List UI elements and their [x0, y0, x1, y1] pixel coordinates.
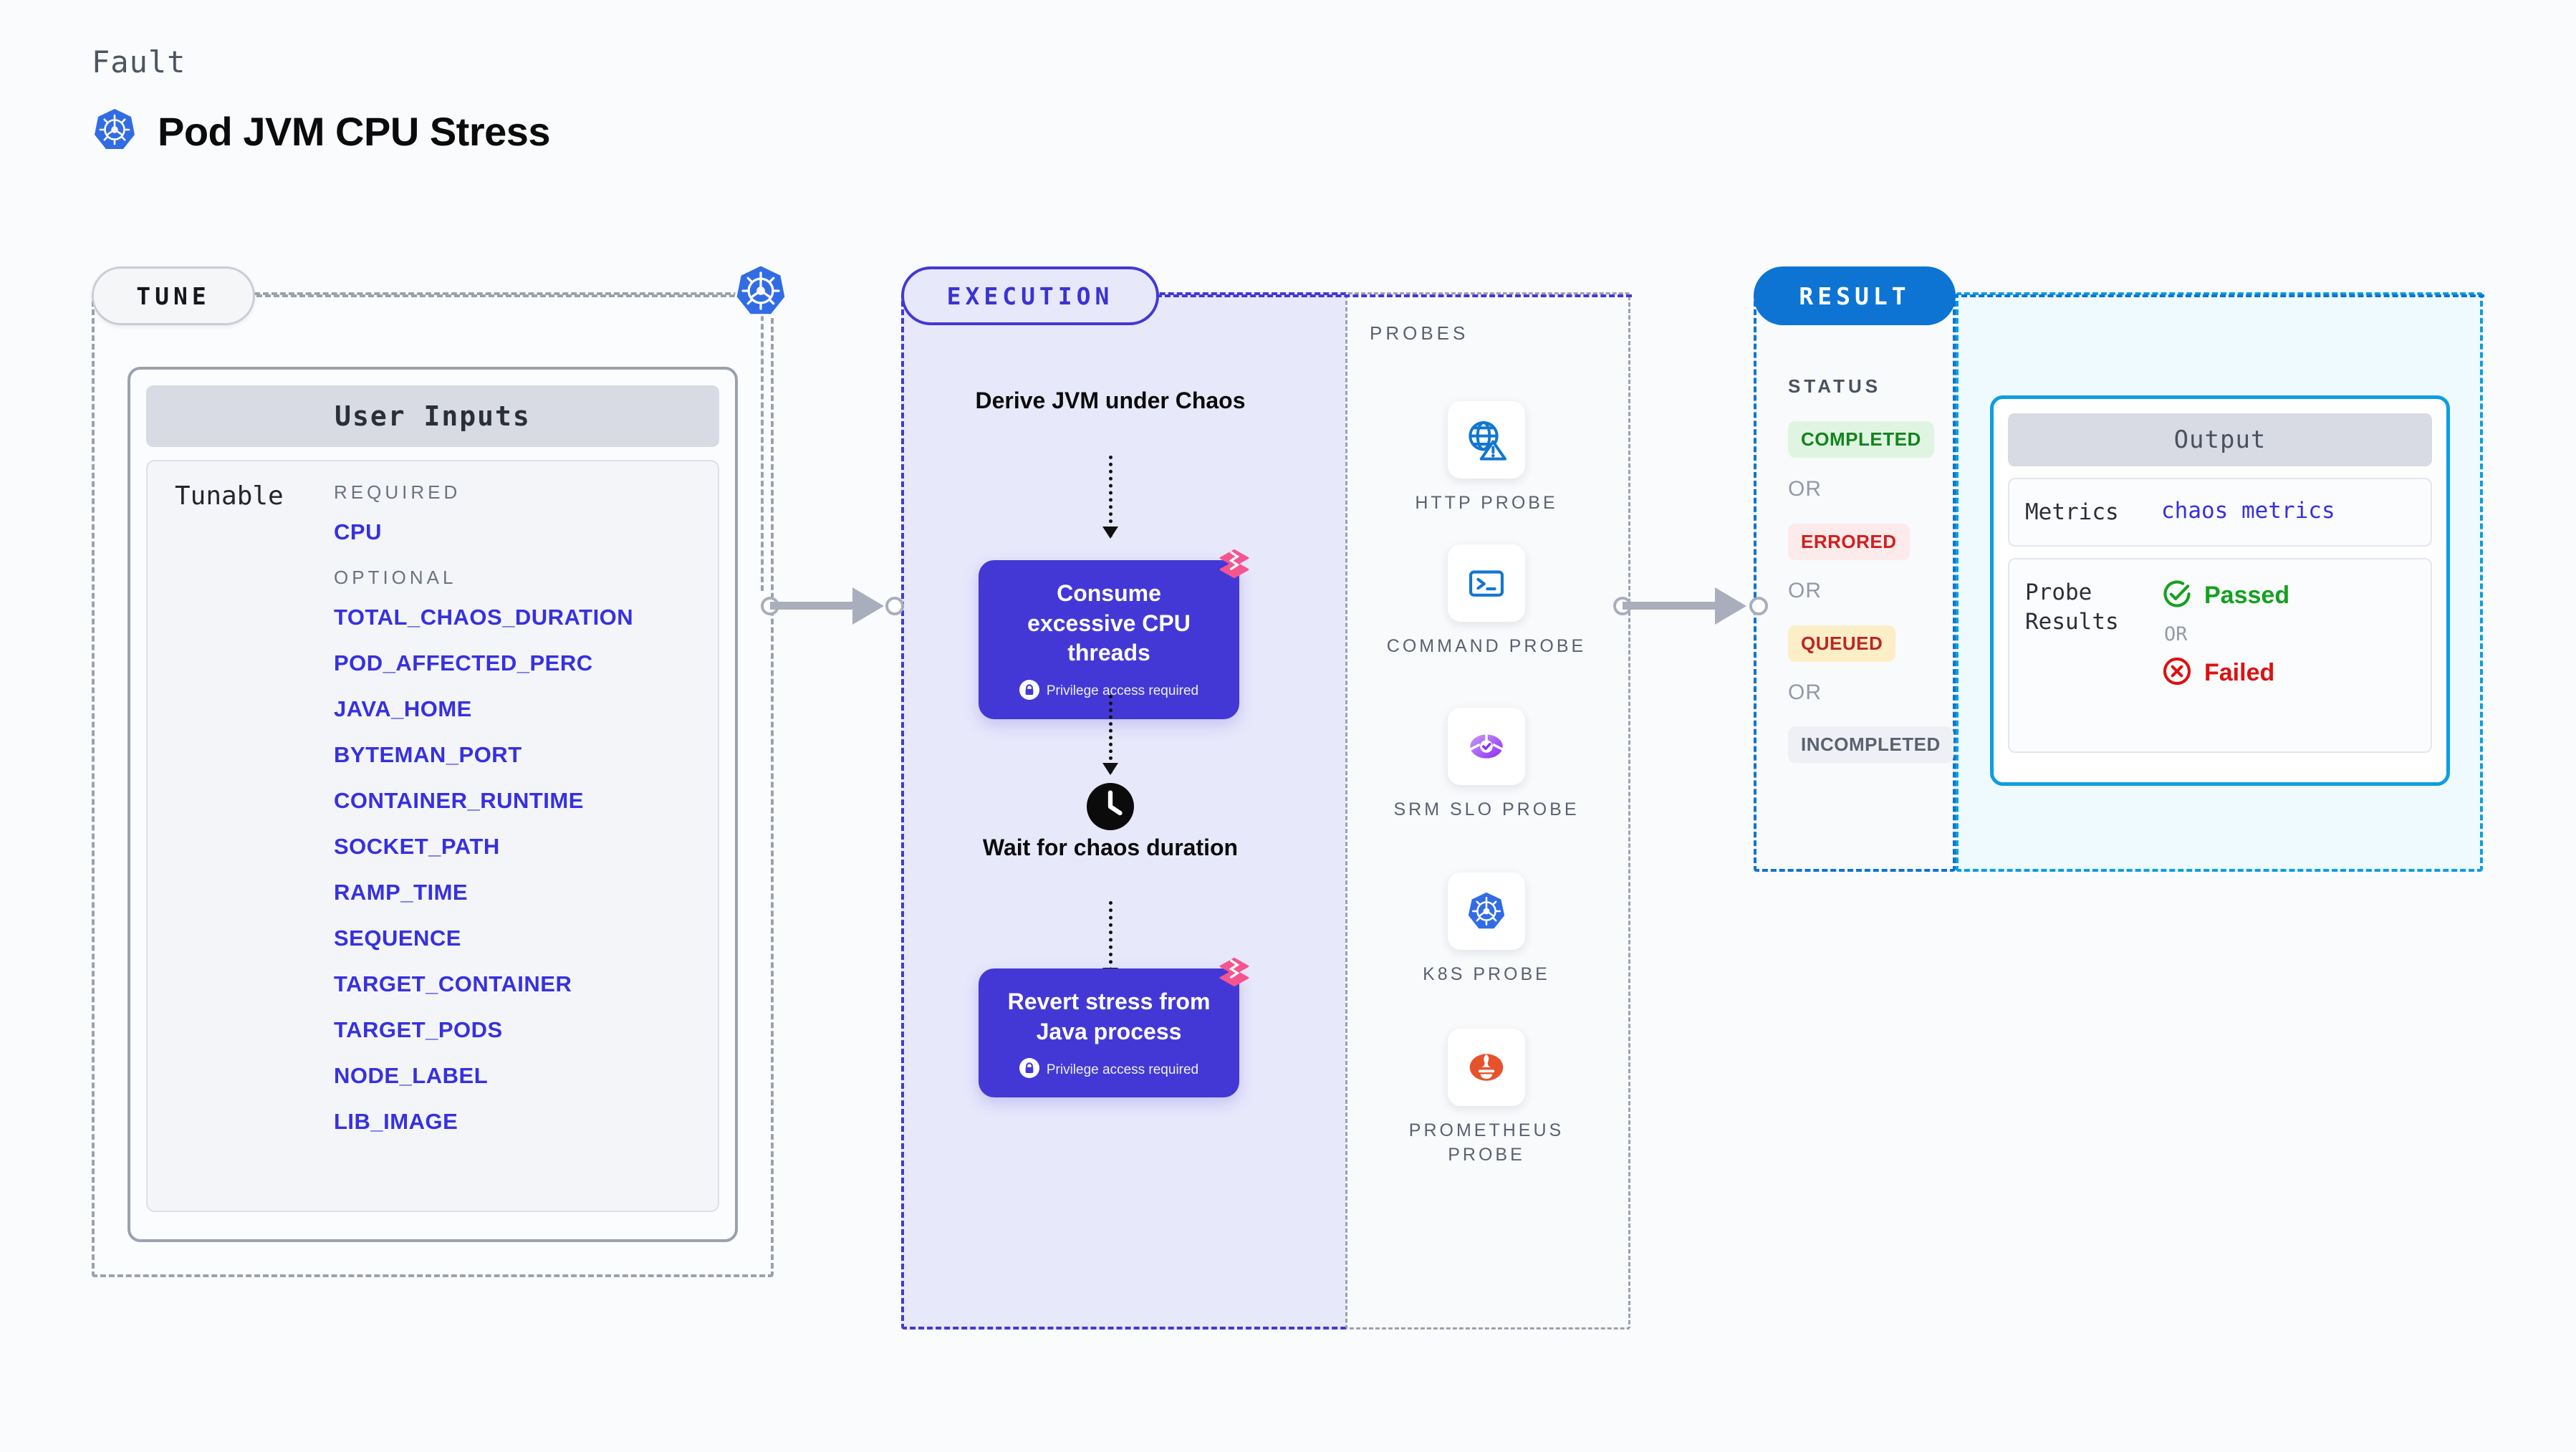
- probe-srm-slo[interactable]: SRM SLO PROBE: [1379, 708, 1594, 822]
- probe-prometheus[interactable]: PROMETHEUS PROBE: [1379, 1029, 1594, 1168]
- tab-tune[interactable]: TUNE: [92, 266, 255, 325]
- probe-label: HTTP PROBE: [1415, 493, 1558, 513]
- status-heading: STATUS: [1788, 375, 1882, 397]
- tunable-section: Tunable REQUIRED CPU OPTIONAL TOTAL_CHAO…: [146, 460, 719, 1212]
- page-title: Pod JVM CPU Stress: [158, 109, 551, 154]
- verdict-failed: Failed: [2161, 655, 2289, 691]
- kubernetes-icon: [92, 107, 138, 156]
- execution-wait-text: Wait for chaos duration: [982, 835, 1239, 860]
- output-title: Output: [2008, 413, 2432, 466]
- param-optional-10[interactable]: NODE_LABEL: [334, 1063, 489, 1088]
- status-badge-completed: COMPLETED: [1788, 421, 1934, 458]
- tunable-label: Tunable: [175, 481, 284, 511]
- result-stage-frame: [1754, 292, 1956, 872]
- param-optional-4[interactable]: CONTAINER_RUNTIME: [334, 788, 584, 813]
- passed-label: Passed: [2204, 582, 2290, 610]
- probe-label: PROMETHEUS PROBE: [1408, 1120, 1565, 1165]
- privilege-note-text: Privilege access required: [1046, 683, 1199, 699]
- step-title: Consume excessive CPU threads: [1027, 580, 1191, 666]
- param-optional-0[interactable]: TOTAL_CHAOS_DURATION: [334, 605, 634, 630]
- status-badge-incompleted: INCOMPLETED: [1788, 726, 1953, 763]
- required-heading: REQUIRED: [334, 481, 461, 503]
- probe-label: SRM SLO PROBE: [1393, 799, 1580, 819]
- metrics-value[interactable]: chaos metrics: [2161, 498, 2335, 524]
- eyebrow-label: Fault: [92, 44, 186, 80]
- verdict-or: OR: [2164, 623, 2188, 646]
- clock-icon: [1085, 781, 1136, 836]
- parameter-list: REQUIRED CPU OPTIONAL TOTAL_CHAOS_DURATI…: [334, 481, 718, 1211]
- prometheus-icon: [1448, 1029, 1525, 1106]
- status-or-1: OR: [1788, 477, 1822, 501]
- page-header: Fault Pod JVM CPU Stress: [92, 44, 551, 156]
- step-title: Revert stress from Java process: [1007, 989, 1211, 1044]
- probe-k8s[interactable]: K8S PROBE: [1379, 872, 1594, 987]
- flow-arrow-1: [1102, 456, 1118, 539]
- user-inputs-title: User Inputs: [146, 385, 719, 447]
- connector-execution-to-result: [1613, 587, 1771, 625]
- output-card: Output Metrics chaos metrics Probe Resul…: [1990, 395, 2450, 786]
- status-or-3: OR: [1788, 681, 1822, 704]
- kubernetes-icon: [1448, 872, 1525, 950]
- harness-logo-icon: [1213, 543, 1255, 588]
- privilege-note: Privilege access required: [1000, 1058, 1218, 1082]
- lock-icon: [1019, 679, 1039, 703]
- param-optional-5[interactable]: SOCKET_PATH: [334, 834, 500, 859]
- probe-results-key: Probe Results: [2025, 580, 2119, 635]
- optional-heading: OPTIONAL: [334, 567, 457, 588]
- verdict-passed: Passed: [2161, 578, 2289, 613]
- output-metrics-row: Metrics chaos metrics: [2008, 478, 2432, 547]
- probe-http[interactable]: HTTP PROBE: [1379, 401, 1594, 516]
- param-optional-3[interactable]: BYTEMAN_PORT: [334, 742, 522, 767]
- flow-arrow-2: [1102, 695, 1118, 775]
- result-top-divider: [1953, 294, 2484, 297]
- execution-intro-text: Derive JVM under Chaos: [975, 388, 1246, 413]
- output-probe-results-row: Probe Results Passed OR: [2008, 558, 2432, 754]
- param-optional-6[interactable]: RAMP_TIME: [334, 880, 468, 905]
- param-required-0[interactable]: CPU: [334, 519, 382, 544]
- param-optional-1[interactable]: POD_AFFECTED_PERC: [334, 650, 593, 675]
- param-optional-9[interactable]: TARGET_PODS: [334, 1017, 503, 1042]
- execution-top-divider: [1156, 294, 1632, 297]
- param-optional-2[interactable]: JAVA_HOME: [334, 696, 472, 721]
- tab-result[interactable]: RESULT: [1754, 266, 1956, 325]
- terminal-icon: [1448, 544, 1525, 622]
- tune-k8s-connector: [761, 315, 764, 591]
- kubernetes-icon: [732, 262, 789, 323]
- srm-slo-icon: [1448, 708, 1525, 785]
- probe-command[interactable]: COMMAND PROBE: [1379, 544, 1594, 659]
- user-inputs-card: User Inputs Tunable REQUIRED CPU OPTIONA…: [128, 367, 738, 1242]
- lock-icon: [1019, 1058, 1039, 1082]
- execution-step-card-1[interactable]: Consume excessive CPU threads Privilege …: [979, 549, 1249, 719]
- metrics-key: Metrics: [2025, 499, 2119, 525]
- harness-logo-icon: [1213, 951, 1255, 996]
- tab-execution[interactable]: EXECUTION: [901, 266, 1159, 325]
- privilege-note-text: Privilege access required: [1046, 1062, 1199, 1077]
- check-circle-icon: [2161, 578, 2193, 613]
- status-badge-errored: ERRORED: [1788, 524, 1910, 560]
- status-badge-queued: QUEUED: [1788, 625, 1896, 662]
- status-or-2: OR: [1788, 579, 1822, 602]
- probe-label: COMMAND PROBE: [1386, 636, 1587, 656]
- x-circle-icon: [2161, 655, 2193, 691]
- param-optional-8[interactable]: TARGET_CONTAINER: [334, 971, 572, 996]
- optional-param-list: TOTAL_CHAOS_DURATION POD_AFFECTED_PERC JAV…: [334, 605, 703, 1135]
- required-param-list: CPU: [334, 519, 703, 545]
- probes-heading: PROBES: [1370, 322, 1469, 344]
- failed-label: Failed: [2204, 659, 2275, 687]
- connector-tune-to-execution: [761, 587, 904, 625]
- flow-arrow-3: [1102, 901, 1118, 980]
- privilege-note: Privilege access required: [1000, 679, 1218, 703]
- probe-label: K8S PROBE: [1423, 964, 1550, 984]
- execution-step-card-2[interactable]: Revert stress from Java process Privileg…: [979, 957, 1249, 1098]
- tune-top-divider: [256, 294, 735, 297]
- globe-warning-icon: [1448, 401, 1525, 479]
- param-optional-11[interactable]: LIB_IMAGE: [334, 1109, 458, 1134]
- probe-verdicts: Passed OR Failed: [2161, 578, 2289, 691]
- param-optional-7[interactable]: SEQUENCE: [334, 925, 461, 951]
